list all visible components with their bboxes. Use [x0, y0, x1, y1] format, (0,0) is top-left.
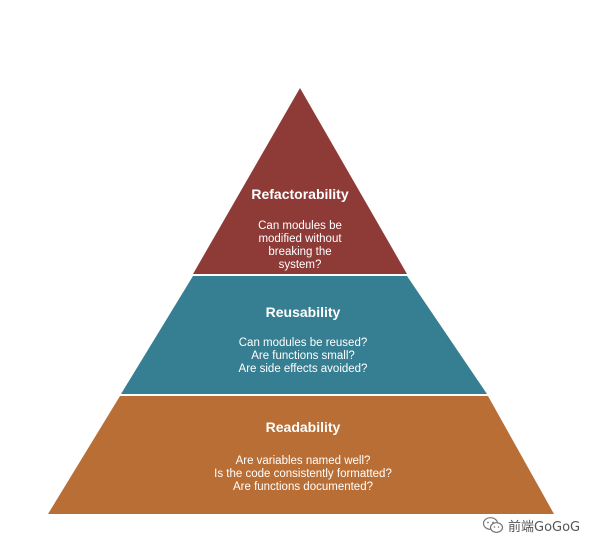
tier-reusability [121, 276, 487, 394]
watermark-text: 前端GoGoG [508, 519, 581, 535]
wechat-icon [482, 517, 504, 533]
tier-question: Can modules be [258, 220, 342, 232]
watermark: 前端GoGoG [482, 514, 600, 536]
tier-title-readability: Readability [266, 419, 341, 435]
tier-title-refactorability: Refactorability [251, 186, 348, 202]
tier-title-reusability: Reusability [266, 304, 341, 320]
tier-readability [48, 396, 554, 514]
tier-question: system? [279, 259, 322, 271]
tier-question: Can modules be reused? [239, 337, 368, 349]
tier-question: Are variables named well? [236, 455, 371, 467]
tier-question: Are functions documented? [233, 481, 373, 493]
tier-question: modified without [258, 233, 342, 245]
tier-refactorability [193, 88, 407, 274]
tier-question: breaking the [268, 246, 331, 258]
tier-question: Are functions small? [251, 350, 355, 362]
tier-question: Is the code consistently formatted? [214, 468, 392, 480]
tier-question: Are side effects avoided? [239, 363, 368, 375]
